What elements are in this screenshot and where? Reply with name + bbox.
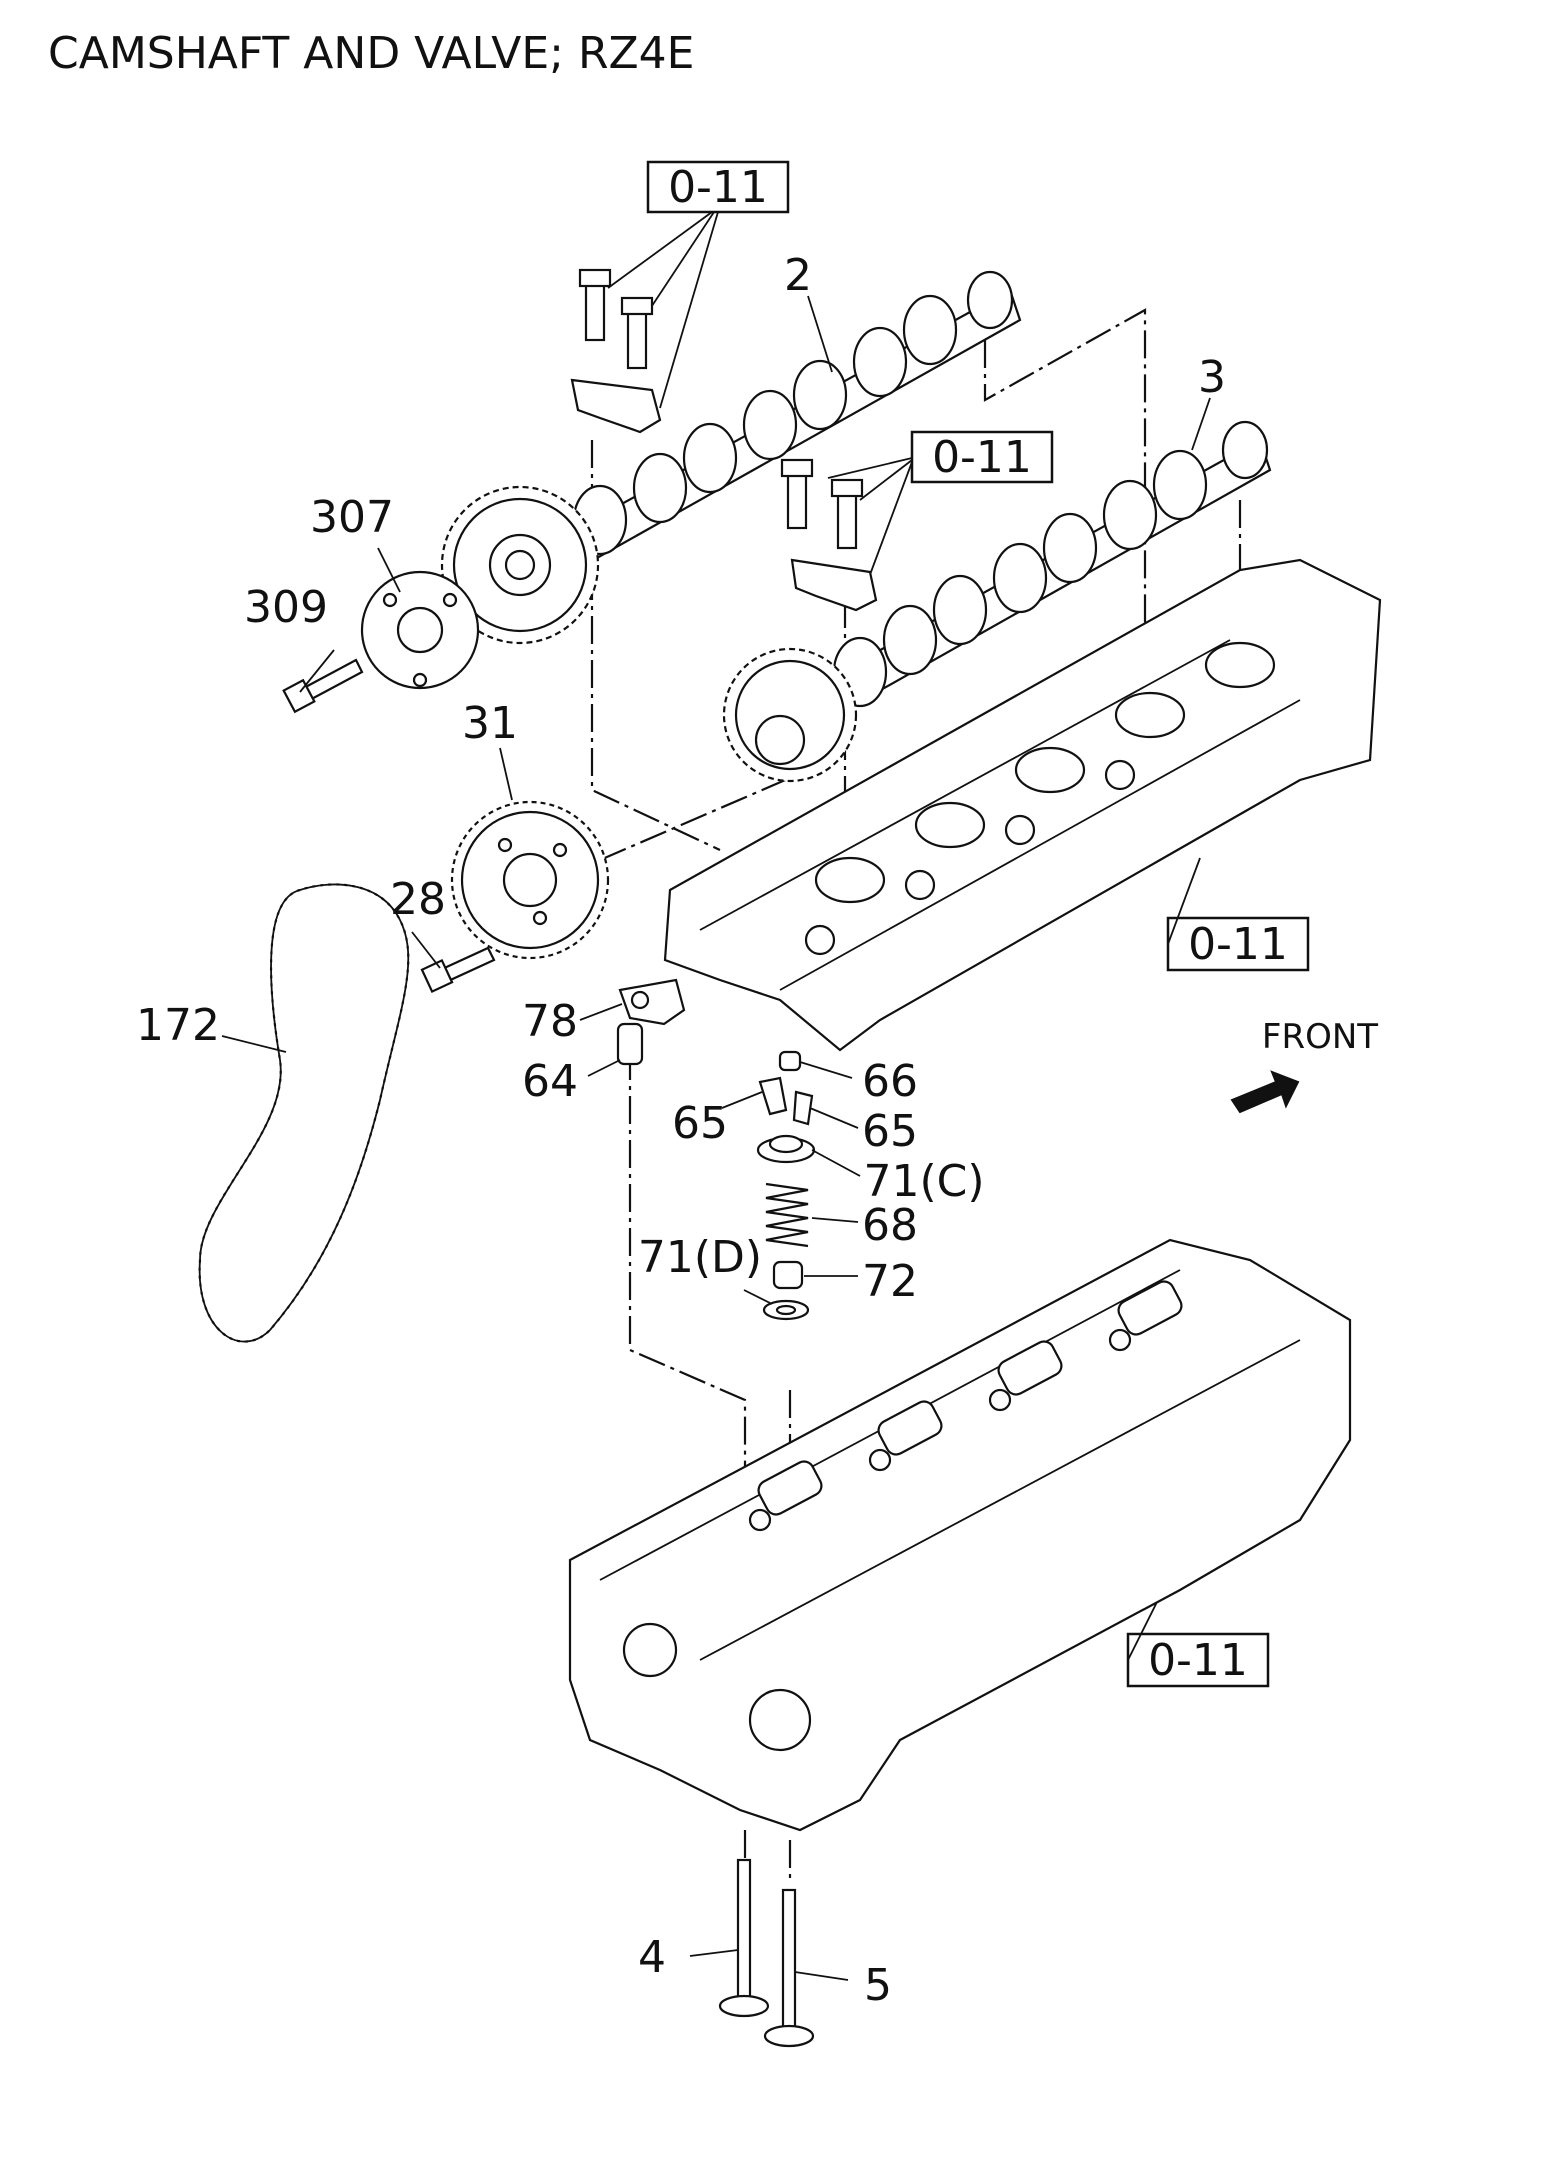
ref-box-cylinder-head[interactable]: 0-11	[1126, 1632, 1270, 1688]
callout-68: 68	[862, 1200, 918, 1251]
valve-stem-cap-66[interactable]	[778, 1050, 802, 1072]
bolt-309[interactable]	[282, 658, 364, 714]
spring-seat-71d[interactable]	[762, 1299, 810, 1321]
camshaft-carrier[interactable]	[663, 558, 1382, 1052]
ref-box-top-label: 0-11	[668, 162, 768, 213]
callout-31: 31	[462, 698, 518, 749]
callout-leaders	[221, 295, 1211, 1981]
intake-cam-lobes	[572, 270, 1014, 556]
intake-valve-4[interactable]	[718, 1858, 770, 2018]
front-indicator: FRONT	[1230, 1017, 1378, 1114]
page-title: CAMSHAFT AND VALVE; RZ4E	[48, 28, 695, 79]
callout-5: 5	[864, 1960, 892, 2011]
callout-3: 3	[1198, 352, 1226, 403]
callout-66: 66	[862, 1056, 918, 1107]
timing-chain[interactable]	[198, 883, 410, 1343]
carrier-journals	[804, 641, 1276, 956]
callout-65-right: 65	[862, 1106, 918, 1157]
cylinder-head[interactable]	[568, 1238, 1352, 1832]
callout-4: 4	[638, 1932, 666, 1983]
ref-box-cylinder-head-label: 0-11	[1148, 1635, 1248, 1686]
callout-307: 307	[310, 492, 394, 543]
bolt-28[interactable]	[420, 946, 496, 993]
exhaust-cam-lobes	[832, 420, 1269, 708]
callout-172: 172	[136, 1000, 220, 1051]
exhaust-valve-5[interactable]	[763, 1888, 815, 2048]
callout-65-left: 65	[672, 1098, 728, 1149]
ref-box-top-leaders	[607, 211, 1201, 1661]
callout-72: 72	[862, 1256, 918, 1307]
front-arrow-icon	[1230, 1070, 1300, 1114]
callout-64: 64	[522, 1056, 578, 1107]
ref-box-cam-carrier[interactable]: 0-11	[1166, 916, 1310, 972]
cam-cap-intake[interactable]	[570, 268, 662, 434]
callout-78: 78	[522, 996, 578, 1047]
valve-spring-retainer-71c[interactable]	[756, 1134, 816, 1164]
lash-adjuster-64[interactable]	[616, 1022, 644, 1066]
sprocket-plate[interactable]	[360, 570, 480, 690]
cam-drive-gear[interactable]	[450, 800, 610, 960]
cylinder-head-ports	[622, 1280, 1183, 1752]
callout-2: 2	[784, 250, 812, 301]
valve-keeper-65-left[interactable]	[758, 1076, 788, 1116]
callout-71c: 71(C)	[863, 1156, 984, 1207]
exhaust-camshaft[interactable]	[722, 420, 1272, 783]
rocker-arm-78[interactable]	[618, 978, 686, 1026]
callout-71d: 71(D)	[638, 1232, 762, 1283]
valve-stem-seal-72[interactable]	[772, 1260, 804, 1290]
valve-keeper-65-right[interactable]	[792, 1090, 814, 1126]
callout-28: 28	[390, 874, 446, 925]
intake-cam-sprocket	[440, 485, 600, 645]
valve-spring-68[interactable]	[765, 1182, 809, 1248]
ref-box-exhaust-cam[interactable]: 0-11	[910, 430, 1054, 484]
callout-309: 309	[244, 582, 328, 633]
cam-cap-exhaust[interactable]	[780, 458, 878, 612]
front-label: FRONT	[1262, 1017, 1378, 1057]
ref-box-top[interactable]: 0-11	[646, 160, 790, 214]
intake-camshaft[interactable]	[440, 270, 1022, 645]
ref-box-exhaust-cam-label: 0-11	[932, 432, 1032, 483]
callout-labels: 2 3 307 309 31 28 172 78 64 66 65 65 71(…	[136, 250, 1226, 2011]
exhaust-cam-sprocket	[722, 647, 858, 783]
ref-box-cam-carrier-label: 0-11	[1188, 919, 1288, 970]
